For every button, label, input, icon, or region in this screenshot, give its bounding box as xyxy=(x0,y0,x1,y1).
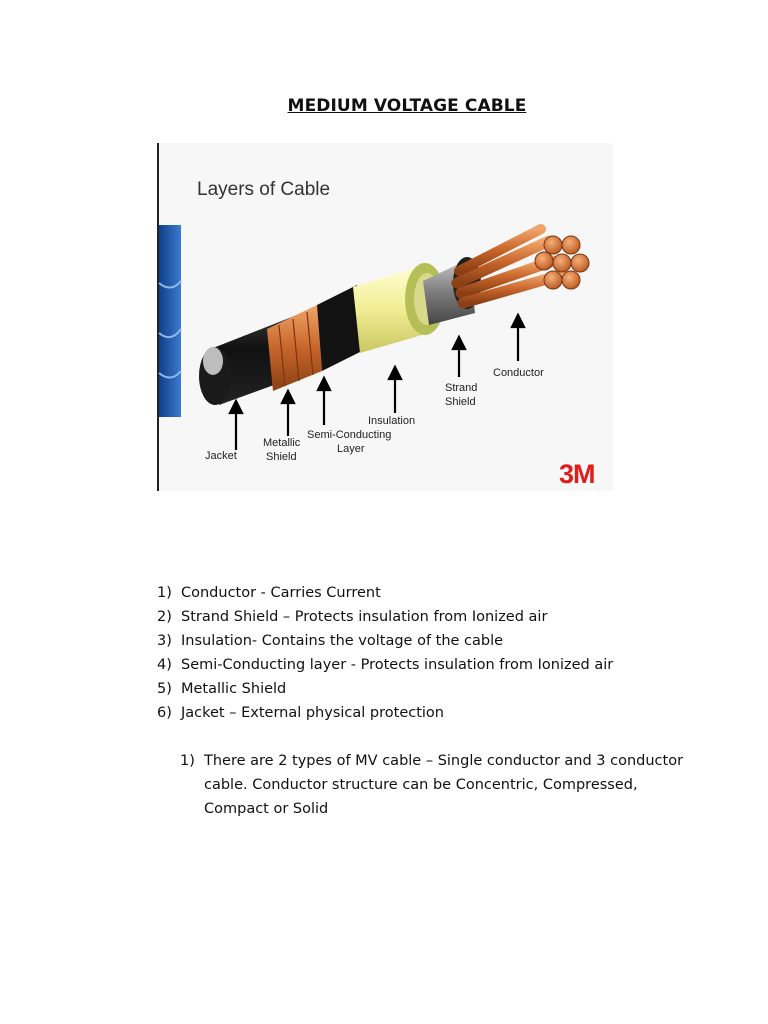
list-item-number: 4) xyxy=(157,657,172,673)
conductor-strands xyxy=(451,224,590,309)
label-strand-shield-line2: Shield xyxy=(445,396,476,408)
label-metallic-shield-line2: Shield xyxy=(266,451,297,463)
jacket-core-end xyxy=(203,347,223,375)
side-bar-swoosh xyxy=(158,280,182,379)
label-arrows xyxy=(228,312,526,450)
list-item: 4) Semi-Conducting layer - Protects insul… xyxy=(157,653,613,677)
list-item-number: 5) xyxy=(157,681,172,697)
list-item-text: Semi-Conducting layer - Protects insulat… xyxy=(181,657,614,673)
list-item: 6) Jacket – External physical protection xyxy=(157,701,613,725)
metallic-shield-wrap-lines xyxy=(278,311,314,387)
page-title: MEDIUM VOLTAGE CABLE xyxy=(287,96,527,116)
metallic-shield-layer xyxy=(267,305,322,391)
label-conductor: Conductor xyxy=(493,367,544,379)
note-item-text: There are 2 types of MV cable – Single c… xyxy=(204,753,684,817)
cable-layers-list: 1) Conductor - Carries Current 2) Strand S… xyxy=(157,581,613,725)
list-item-text: Jacket – External physical protection xyxy=(181,705,444,721)
list-item: 2) Strand Shield – Protects insulation fr… xyxy=(157,605,613,629)
list-item-number: 1) xyxy=(157,585,172,601)
label-semi-conducting-line2: Layer xyxy=(337,443,365,455)
list-item: 5) Metallic Shield xyxy=(157,677,613,701)
list-item-number: 6) xyxy=(157,705,172,721)
label-semi-conducting-line1: Semi-Conducting xyxy=(307,429,391,441)
mv-cable-types-note: 1) There are 2 types of MV cable – Single… xyxy=(180,749,700,821)
list-item-text: Metallic Shield xyxy=(181,681,287,697)
frame-left-line xyxy=(157,143,159,491)
list-item-number: 3) xyxy=(157,633,172,649)
list-item-text: Conductor - Carries Current xyxy=(181,585,381,601)
list-item: 3) Insulation- Contains the voltage of th… xyxy=(157,629,613,653)
list-item: 1) Conductor - Carries Current xyxy=(157,581,613,605)
note-item-number: 1) xyxy=(180,753,195,769)
label-strand-shield-line1: Strand xyxy=(445,382,477,394)
label-insulation: Insulation xyxy=(368,415,415,427)
brand-logo-3m: 3M xyxy=(559,459,595,489)
label-metallic-shield-line1: Metallic xyxy=(263,437,301,449)
side-bar xyxy=(159,225,181,417)
label-jacket: Jacket xyxy=(205,450,237,462)
note-item: 1) There are 2 types of MV cable – Single… xyxy=(180,749,700,821)
list-item-text: Insulation- Contains the voltage of the … xyxy=(181,633,504,649)
list-item-number: 2) xyxy=(157,609,172,625)
figure-heading: Layers of Cable xyxy=(197,179,330,200)
semi-conducting-layer xyxy=(317,285,362,371)
cable-layers-figure: Layers of Cable xyxy=(157,143,613,491)
list-item-text: Strand Shield – Protects insulation from… xyxy=(181,609,548,625)
